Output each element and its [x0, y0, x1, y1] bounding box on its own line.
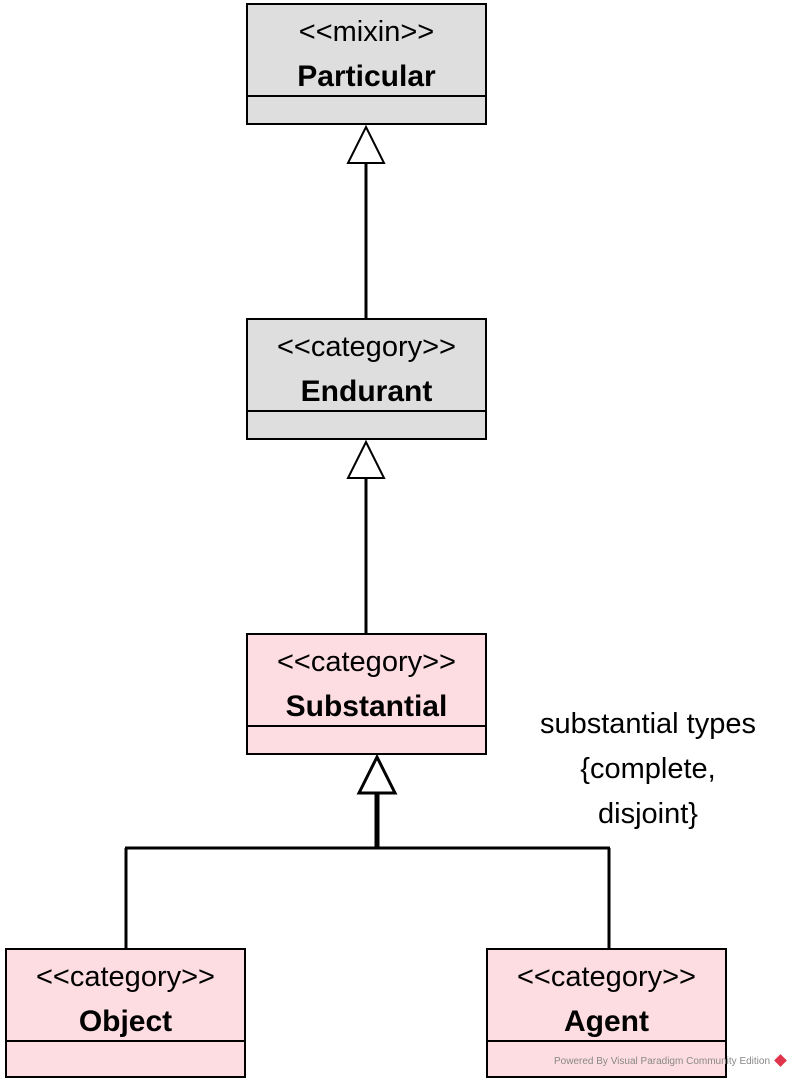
generalization-set-meta-2: disjoint} — [598, 798, 698, 830]
generalization-arrowhead-substantial — [356, 753, 398, 795]
class-agent[interactable]: <<category>> Agent — [486, 948, 727, 1078]
generalization-set-label: substantial types {complete, disjoint} — [508, 702, 788, 837]
class-agent-name: Agent — [564, 1005, 649, 1038]
watermark-text: Powered By Visual Paradigm Community Edi… — [554, 1056, 771, 1067]
class-agent-divider — [488, 1040, 725, 1042]
class-substantial-name: Substantial — [285, 690, 448, 723]
class-substantial[interactable]: <<category>> Substantial — [246, 633, 487, 755]
generalization-set-name: substantial types — [539, 708, 756, 740]
class-endurant[interactable]: <<category>> Endurant — [246, 318, 487, 440]
generalization-arrowhead-endurant — [346, 439, 386, 479]
class-endurant-divider — [248, 410, 485, 412]
class-particular-divider — [248, 95, 485, 97]
class-object-name: Object — [78, 1005, 173, 1038]
class-object[interactable]: <<category>> Object — [5, 948, 246, 1078]
class-particular[interactable]: <<mixin>> Particular — [246, 3, 487, 125]
class-object-divider — [7, 1040, 244, 1042]
class-endurant-name: Endurant — [300, 375, 433, 408]
generalization-arrowhead-particular — [346, 124, 386, 164]
generalization-set-meta-1: {complete, — [580, 753, 716, 785]
class-particular-name: Particular — [297, 60, 436, 93]
class-object-stereotype: <<category>> — [36, 961, 215, 993]
class-substantial-stereotype: <<category>> — [277, 646, 456, 678]
watermark: Powered By Visual Paradigm Community Edi… — [554, 1054, 787, 1067]
visual-paradigm-logo-icon — [774, 1054, 787, 1067]
class-substantial-divider — [248, 725, 485, 727]
class-particular-stereotype: <<mixin>> — [298, 16, 435, 48]
class-agent-stereotype: <<category>> — [517, 961, 696, 993]
class-endurant-stereotype: <<category>> — [277, 331, 456, 363]
